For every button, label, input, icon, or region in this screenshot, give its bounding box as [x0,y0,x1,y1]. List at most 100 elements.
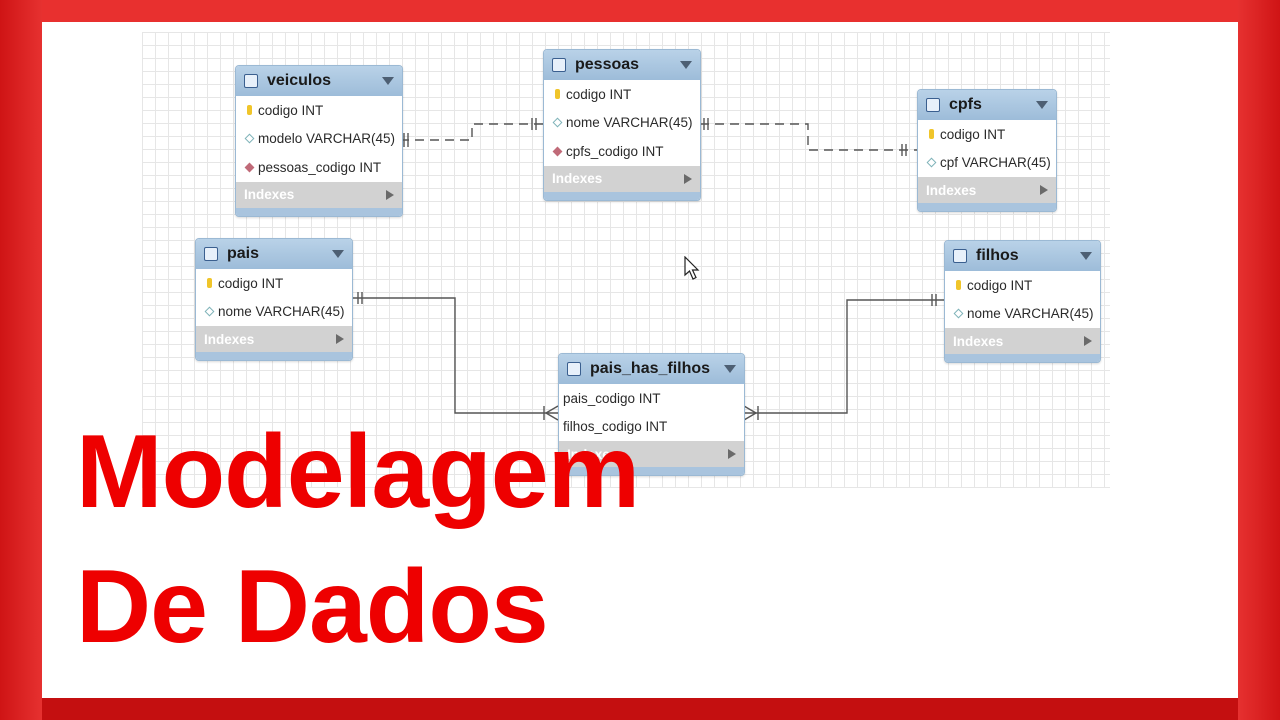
column-row[interactable]: cpfs_codigo INT [544,137,700,166]
frame-left [0,0,42,720]
indexes-label: Indexes [552,171,603,186]
column-row[interactable]: pais_codigo INT [559,384,744,413]
column-label: codigo INT [566,86,632,102]
table-footer [918,203,1056,211]
column-label: codigo INT [940,126,1006,142]
indexes-label: Indexes [204,331,255,347]
key-icon [928,129,934,140]
column-row[interactable]: codigo INT [544,80,700,109]
table-veiculos[interactable]: veiculos codigo INT modelo VARCHAR(45) p… [235,65,403,217]
table-pais_has_filhos[interactable]: pais_has_filhos pais_codigo INT filhos_c… [558,353,745,476]
table-icon [244,74,258,88]
key-icon [955,280,961,291]
column-label: pessoas_codigo INT [258,159,382,175]
column-row[interactable]: filhos_codigo INT [559,412,744,441]
chevron-right-icon[interactable] [386,189,394,200]
indexes-section[interactable]: Indexes [236,181,402,208]
table-footer [196,352,352,360]
column-label: codigo INT [258,102,324,118]
table-header[interactable]: filhos [945,241,1100,271]
indexes-section[interactable]: Indexes [945,328,1100,354]
indexes-section[interactable]: Indexes [196,326,352,352]
indexes-section[interactable]: Indexes [544,165,700,192]
column-row[interactable]: codigo INT [918,120,1056,149]
title-line-1: Modelagem [76,414,640,530]
table-cpfs[interactable]: cpfs codigo INT cpf VARCHAR(45) Indexes [917,89,1057,212]
table-footer [945,354,1100,362]
foreign-key-icon [244,162,254,173]
relationship-pais-crowfoot [545,412,559,421]
column-row[interactable]: codigo INT [236,96,402,125]
foreign-key-icon [552,146,562,157]
relationship-pais-crowfoot [545,405,559,414]
table-pessoas[interactable]: pessoas codigo INT nome VARCHAR(45) cpfs… [543,49,701,201]
table-name: filhos [976,247,1019,264]
table-header[interactable]: pessoas [544,50,700,80]
chevron-down-icon[interactable] [382,77,394,85]
table-name: veiculos [267,72,332,89]
indexes-section[interactable]: Indexes [918,177,1056,203]
table-header[interactable]: cpfs [918,90,1056,120]
attribute-icon [926,157,936,168]
relationship-filhos-crowfoot [743,405,757,414]
table-icon [552,58,566,72]
column-row[interactable]: cpf VARCHAR(45) [918,148,1056,177]
indexes-label: Indexes [926,182,977,198]
key-icon [554,89,560,100]
table-name: pessoas [575,56,640,73]
chevron-right-icon[interactable] [336,334,344,344]
attribute-icon [204,306,214,317]
table-header[interactable]: veiculos [236,66,402,96]
column-label: codigo INT [967,277,1033,293]
table-header[interactable]: pais_has_filhos [559,354,744,384]
relationship-filhos-pais_has_filhos [744,299,944,414]
chevron-down-icon[interactable] [1080,252,1092,260]
table-name: pais [227,245,260,262]
table-icon [567,362,581,376]
frame-right [1238,0,1280,720]
chevron-down-icon[interactable] [332,250,344,258]
indexes-label: Indexes [953,333,1004,349]
table-icon [204,247,218,261]
column-row[interactable]: nome VARCHAR(45) [945,299,1100,328]
frame-bottom [0,698,1280,720]
column-label: pais_codigo INT [563,390,661,406]
chevron-right-icon[interactable] [684,173,692,184]
table-icon [926,98,940,112]
chevron-down-icon[interactable] [724,365,736,373]
chevron-right-icon[interactable] [1084,336,1092,346]
column-label: codigo INT [218,275,284,291]
mouse-cursor-icon [684,256,700,280]
title-line-2: De Dados [76,549,549,665]
table-pais[interactable]: pais codigo INT nome VARCHAR(45) Indexes [195,238,353,361]
column-row[interactable]: codigo INT [196,269,352,298]
column-row[interactable]: codigo INT [945,271,1100,300]
table-footer [544,191,700,200]
column-label: nome VARCHAR(45) [218,304,345,320]
frame-top [0,0,1280,22]
key-icon [246,105,252,116]
column-label: modelo VARCHAR(45) [258,131,396,147]
relationship-pais-pais_has_filhos [352,297,558,414]
table-header[interactable]: pais [196,239,352,269]
column-row[interactable]: pessoas_codigo INT [236,153,402,182]
chevron-down-icon[interactable] [1036,101,1048,109]
table-name: pais_has_filhos [590,360,711,377]
column-row[interactable]: nome VARCHAR(45) [544,108,700,137]
column-label: cpf VARCHAR(45) [940,155,1051,171]
column-label: cpfs_codigo INT [566,143,664,159]
column-row[interactable]: nome VARCHAR(45) [196,297,352,326]
chevron-right-icon[interactable] [1040,185,1048,195]
relationship-filhos-crowfoot [743,412,757,421]
table-name: cpfs [949,96,982,113]
relationship-veiculos-pessoas [400,123,544,141]
indexes-section[interactable]: Indexes [559,441,744,467]
table-footer [559,467,744,475]
column-row[interactable]: modelo VARCHAR(45) [236,124,402,153]
column-label: nome VARCHAR(45) [566,115,693,131]
key-icon [206,278,212,289]
chevron-down-icon[interactable] [680,61,692,69]
chevron-right-icon[interactable] [728,449,736,459]
table-filhos[interactable]: filhos codigo INT nome VARCHAR(45) Index… [944,240,1101,363]
